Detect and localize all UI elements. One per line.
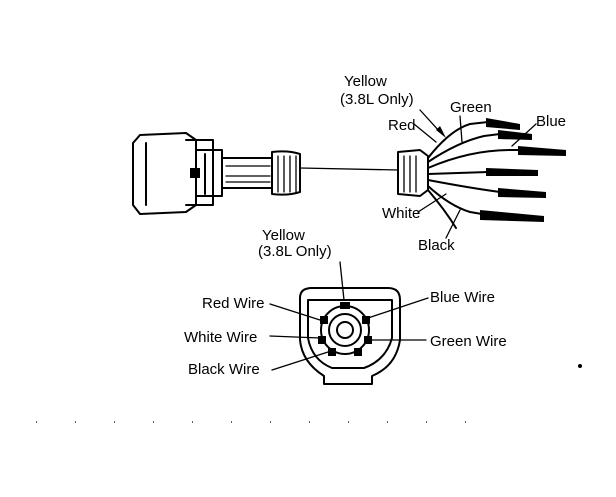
label-black-top: Black: [418, 237, 455, 254]
label-yellow-top: Yellow: [344, 73, 387, 90]
label-red-top: Red: [388, 117, 416, 134]
label-red-wire: Red Wire: [202, 295, 265, 312]
scan-artifacts: [36, 364, 582, 423]
label-white-wire: White Wire: [184, 329, 257, 346]
label-blue-top: Blue: [536, 113, 566, 130]
label-yellow-note-top: (3.8L Only): [340, 91, 414, 108]
label-white-top: White: [382, 205, 420, 222]
label-yellow-bottom: Yellow: [262, 227, 305, 244]
label-yellow-note-bottom: (3.8L Only): [258, 243, 332, 260]
harness-connector-assembly: [132, 109, 566, 239]
switch-face-assembly: [269, 261, 429, 385]
label-blue-wire: Blue Wire: [430, 289, 495, 306]
label-green-wire: Green Wire: [430, 333, 507, 350]
label-black-wire: Black Wire: [188, 361, 260, 378]
label-green-top: Green: [450, 99, 492, 116]
